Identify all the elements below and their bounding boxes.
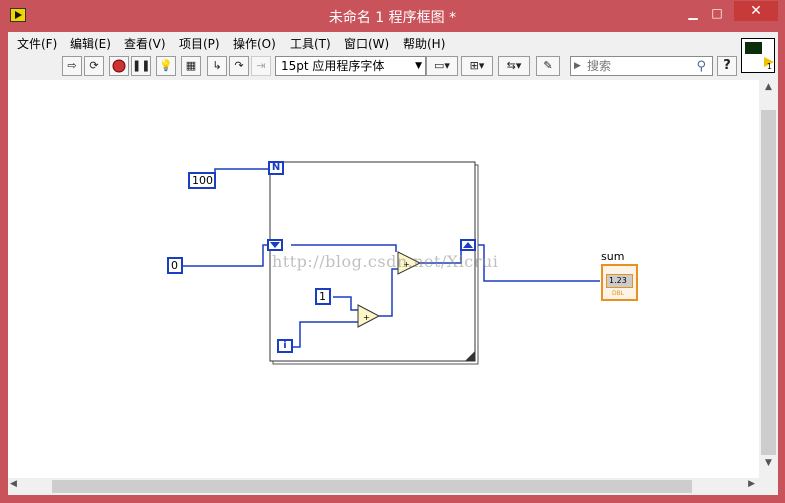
sum-indicator[interactable]: 1.23 DBL (601, 264, 638, 301)
wire-count (214, 168, 268, 172)
indicator-label[interactable]: sum (601, 250, 625, 263)
constant-init[interactable]: 0 (167, 257, 183, 274)
step-out-icon[interactable]: ⇥ (251, 56, 271, 76)
indicator-display: 1.23 (606, 274, 633, 288)
toolbar: ⇨ ⟳ ❚❚ 💡 ▦ ↳ ↷ ⇥ 15pt 应用程序字体 ▼ ▭▾ ⊞▾ ⇆▾ … (8, 52, 778, 80)
add-symbol-outer: + (403, 260, 410, 269)
scroll-left-icon[interactable]: ◀ (10, 479, 17, 489)
context-help-button[interactable]: ? (717, 56, 737, 76)
abort-icon[interactable] (109, 56, 129, 76)
scroll-right-icon[interactable]: ▶ (748, 479, 755, 489)
font-select[interactable]: 15pt 应用程序字体 ▼ (275, 56, 426, 76)
shift-register-down-icon (270, 242, 280, 248)
vi-icon-graphic (745, 42, 762, 54)
pause-icon[interactable]: ❚❚ (131, 56, 151, 76)
run-icon[interactable]: ⇨ (62, 56, 82, 76)
watermark: http://blog.csdn.net/Xicrui (272, 252, 499, 271)
search-placeholder: 搜索 (587, 59, 612, 73)
wire-init (183, 244, 275, 267)
retain-wire-values-icon[interactable]: ▦ (181, 56, 201, 76)
menu-tools[interactable]: 工具(T) (290, 37, 331, 51)
window-title: 未命名 1 程序框图 * (328, 10, 457, 26)
step-over-icon[interactable]: ↷ (229, 56, 249, 76)
constant-one[interactable]: 1 (315, 288, 331, 305)
wire-one (333, 296, 358, 311)
wire-iteration (293, 321, 358, 348)
horizontal-scrollbar[interactable]: ◀ ▶ (8, 478, 759, 495)
wire-outer-sum (420, 245, 462, 264)
wire-shift-left (291, 244, 397, 252)
shift-register-left[interactable] (267, 239, 283, 251)
search-expand-icon[interactable]: ▶ (574, 61, 581, 71)
add-symbol-inner: + (363, 313, 370, 322)
scroll-up-icon[interactable]: ▲ (765, 82, 772, 92)
wire-inner-sum (379, 268, 398, 317)
align-objects-icon[interactable]: ▭▾ (426, 56, 458, 76)
scrollbar-corner (759, 478, 778, 495)
vertical-scroll-thumb[interactable] (761, 110, 776, 455)
vi-icon-number: 1 (766, 62, 772, 71)
for-loop-structure[interactable] (269, 161, 476, 362)
vertical-scrollbar[interactable]: ▲ ▼ (759, 80, 778, 478)
shift-register-right[interactable] (460, 239, 476, 251)
font-select-value: 15pt 应用程序字体 (281, 59, 385, 73)
close-button[interactable]: ✕ (734, 1, 778, 21)
reorder-icon[interactable]: ⇆▾ (498, 56, 530, 76)
loop-iteration-terminal[interactable]: i (277, 339, 293, 353)
minimize-button[interactable]: ▁ (688, 6, 698, 20)
scroll-down-icon[interactable]: ▼ (765, 458, 772, 468)
step-into-icon[interactable]: ↳ (207, 56, 227, 76)
menu-edit[interactable]: 编辑(E) (70, 37, 111, 51)
resize-corner-icon (465, 351, 475, 361)
chevron-down-icon: ▼ (415, 61, 422, 71)
shift-register-up-icon (463, 242, 473, 248)
block-diagram[interactable]: + + 100 0 1 N i http://blog.csdn.net/Xic… (8, 80, 759, 478)
vi-icon[interactable]: 1 (741, 38, 775, 73)
loop-count-terminal[interactable]: N (268, 161, 284, 175)
maximize-button[interactable]: □ (711, 6, 723, 20)
menu-help[interactable]: 帮助(H) (403, 37, 446, 51)
title-bar[interactable]: 未命名 1 程序框图 * ▁ □ ✕ (0, 0, 785, 32)
horizontal-scroll-thumb[interactable] (52, 480, 692, 493)
search-icon[interactable]: ⚲ (696, 59, 706, 74)
menu-project[interactable]: 项目(P) (179, 37, 220, 51)
menu-bar: 文件(F) 编辑(E) 查看(V) 项目(P) 操作(O) 工具(T) 窗口(W… (8, 32, 778, 52)
wire-output (478, 244, 600, 282)
labview-app-icon[interactable] (10, 8, 26, 22)
menu-view[interactable]: 查看(V) (124, 37, 166, 51)
menu-window[interactable]: 窗口(W) (344, 37, 390, 51)
highlight-execution-icon[interactable]: 💡 (156, 56, 176, 76)
add-node-inner[interactable] (357, 304, 381, 328)
distribute-objects-icon[interactable]: ⊞▾ (461, 56, 493, 76)
search-input[interactable]: ▶ 搜索 ⚲ (570, 56, 713, 76)
clean-up-diagram-icon[interactable]: ✎ (536, 56, 560, 76)
run-continuously-icon[interactable]: ⟳ (84, 56, 104, 76)
diagram-wires: + + (183, 161, 600, 365)
constant-count[interactable]: 100 (188, 172, 216, 189)
menu-file[interactable]: 文件(F) (17, 37, 58, 51)
indicator-type: DBL (612, 290, 625, 297)
connector-pane-icon (764, 57, 774, 67)
add-node-outer[interactable] (397, 251, 422, 275)
menu-operate[interactable]: 操作(O) (233, 37, 276, 51)
